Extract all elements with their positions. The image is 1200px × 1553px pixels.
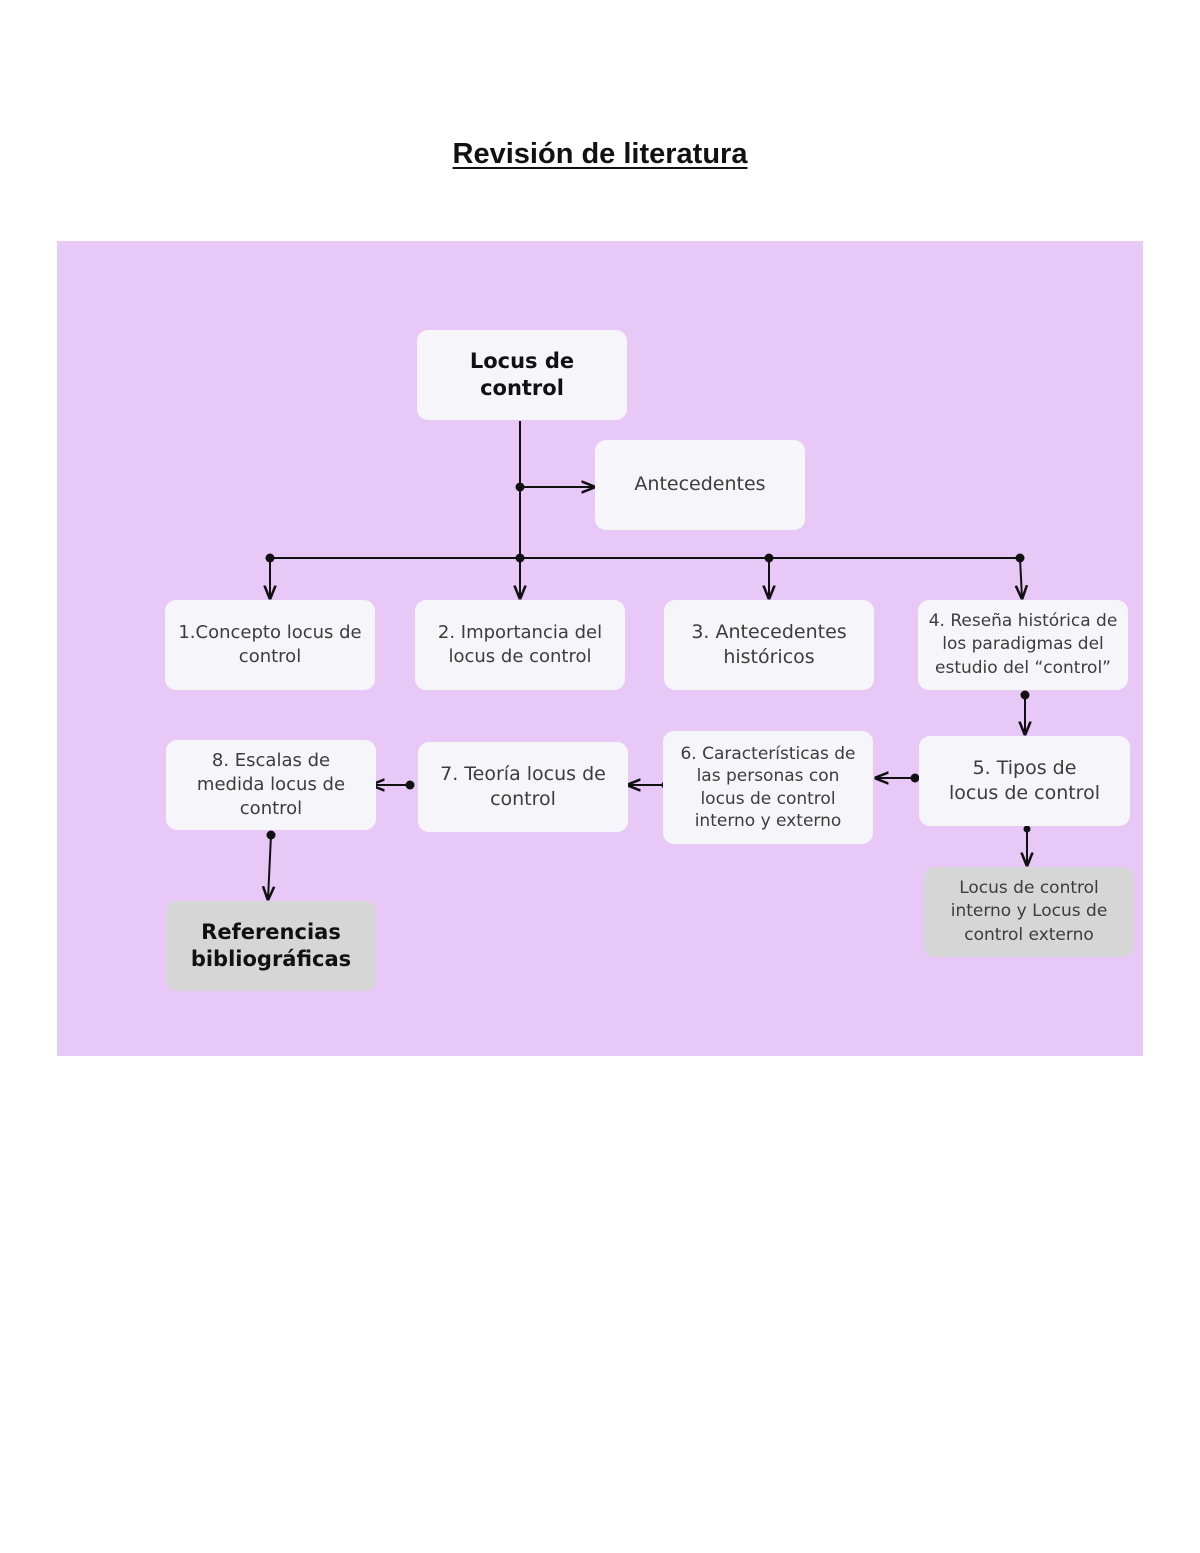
page-title: Revisión de literatura — [452, 138, 748, 170]
node-6-caracteristicas: 6. Características de las personas con l… — [663, 731, 873, 844]
junction-dot — [515, 553, 525, 563]
node-2-importancia: 2. Importancia del locus de control — [415, 600, 625, 690]
node-locus-tipos: Locus de control interno y Locus de cont… — [924, 867, 1134, 957]
junction-dot — [515, 482, 525, 492]
node-8-escalas: 8. Escalas de medida locus de control — [166, 740, 376, 830]
junction-dot — [1015, 553, 1025, 563]
connector-to-n4 — [1020, 557, 1022, 598]
node-7-teoria: 7. Teoría locus de control — [418, 742, 628, 832]
junction-dot — [764, 553, 774, 563]
node-4-resena-historica: 4. Reseña histórica de los paradigmas de… — [918, 600, 1128, 690]
node-root: Locus de control — [417, 330, 627, 420]
junction-dot — [266, 830, 276, 840]
node-1-concepto: 1.Concepto locus de control — [165, 600, 375, 690]
junction-dot — [910, 773, 920, 783]
node-referencias: Referencias bibliográficas — [166, 901, 376, 991]
junction-dot — [1023, 825, 1031, 833]
connector-n8-referencias — [268, 834, 271, 899]
junction-dot — [265, 553, 275, 563]
junction-dot — [1020, 690, 1030, 700]
node-5-tipos: 5. Tipos de locus de control — [919, 736, 1130, 826]
node-antecedentes: Antecedentes — [595, 440, 805, 530]
node-3-antecedentes-historicos: 3. Antecedentes históricos — [664, 600, 874, 690]
junction-dot — [405, 780, 415, 790]
